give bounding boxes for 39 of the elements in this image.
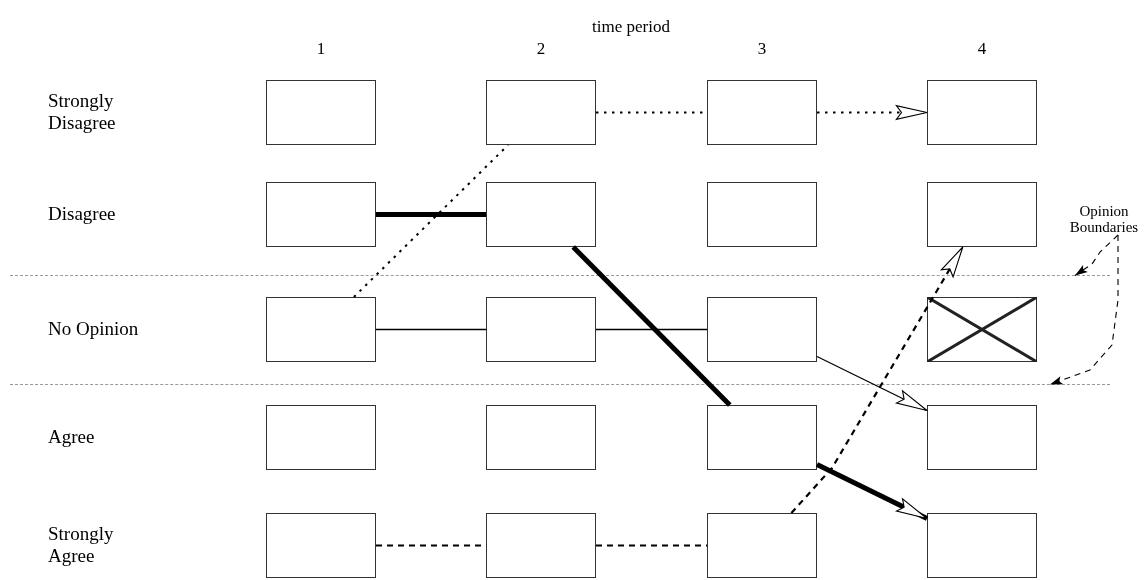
rating-box xyxy=(266,182,376,247)
rating-box xyxy=(486,182,596,247)
rating-box xyxy=(486,297,596,362)
rating-box xyxy=(707,297,817,362)
leader-line xyxy=(1074,234,1119,277)
column-number: 3 xyxy=(756,38,768,60)
row-label: Agree xyxy=(48,426,96,448)
rating-box xyxy=(927,405,1037,470)
boundary-line xyxy=(10,275,1110,276)
axis-title: time period xyxy=(591,16,671,38)
boundary-line xyxy=(10,384,1110,385)
column-number: 2 xyxy=(535,38,547,60)
rating-box xyxy=(486,513,596,578)
rating-box xyxy=(707,182,817,247)
rating-box xyxy=(927,182,1037,247)
arrow xyxy=(816,105,928,120)
row-label: Strongly Disagree xyxy=(48,90,117,134)
column-number: 1 xyxy=(315,38,327,60)
arrow xyxy=(815,462,929,521)
arrow xyxy=(816,355,928,412)
rating-box xyxy=(707,80,817,145)
rating-box xyxy=(266,405,376,470)
row-label: No Opinion xyxy=(48,318,140,340)
crossed-box xyxy=(927,297,1037,362)
rating-box xyxy=(266,297,376,362)
rating-box xyxy=(927,80,1037,145)
column-number: 4 xyxy=(976,38,988,60)
note-text: Opinion Boundaries xyxy=(1062,203,1146,235)
rating-box xyxy=(927,513,1037,578)
rating-box xyxy=(266,80,376,145)
rating-box xyxy=(266,513,376,578)
rating-box xyxy=(486,80,596,145)
arrow xyxy=(790,246,964,514)
rating-box xyxy=(707,513,817,578)
rating-box xyxy=(707,405,817,470)
row-label: Disagree xyxy=(48,203,117,225)
row-label: Strongly Agree xyxy=(48,523,115,567)
leader-line xyxy=(1049,234,1119,386)
rating-box xyxy=(486,405,596,470)
